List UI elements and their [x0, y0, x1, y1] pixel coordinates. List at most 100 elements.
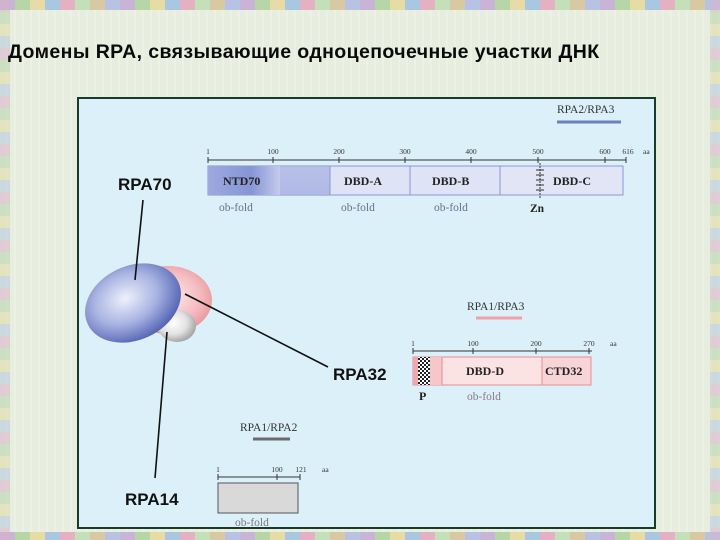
stripe-segment: [600, 532, 615, 540]
rpa70-fold-label-dbd-b: ob-fold: [434, 202, 468, 214]
rpa32-tick-200: 200: [530, 339, 542, 348]
rpa32-fold-label: ob-fold: [467, 391, 501, 403]
rpa32-tick-100: 100: [467, 339, 479, 348]
stripe-segment: [510, 0, 525, 10]
stripe-segment: [45, 0, 60, 10]
rpa70-domain-dbd-a-label: DBD-A: [344, 174, 382, 188]
stripe-segment: [135, 532, 150, 540]
rpa70-domain-dbd-a: [329, 165, 411, 196]
rpa70-domain-dbd-b-label: DBD-B: [432, 174, 469, 188]
stripe-segment: [150, 532, 165, 540]
right-decorative-border: [710, 0, 720, 540]
stripe-segment: [450, 532, 465, 540]
stripe-segment: [210, 0, 225, 10]
stripe-segment: [570, 0, 585, 10]
stripe-segment: [240, 0, 255, 10]
rpa32-partner-label: RPA1/RPA3: [467, 301, 525, 313]
stripe-segment: [225, 532, 240, 540]
stripe-segment: [465, 0, 480, 10]
rpa70-tick-400: 400: [465, 147, 477, 156]
stripe-segment: [645, 0, 660, 10]
stripe-segment: [405, 532, 420, 540]
stripe-segment: [300, 532, 315, 540]
rpa70-domain-dbd-b: [409, 165, 501, 196]
rpa14-tick-100: 100: [271, 465, 283, 474]
rpa14-partner-label: RPA1/RPA2: [240, 422, 298, 434]
stripe-segment: [480, 532, 495, 540]
rpa70-domain-ntd70-label: NTD70: [223, 174, 260, 188]
rpa32-tick-270: 270: [583, 339, 595, 348]
stripe-segment: [645, 532, 660, 540]
stripe-segment: [525, 532, 540, 540]
stripe-segment: [435, 532, 450, 540]
stripe-segment: [555, 532, 570, 540]
rpa70-unit: aa: [643, 147, 650, 156]
rpa70-tick-500: 500: [532, 147, 544, 156]
stripe-segment: [660, 0, 675, 10]
rpa-complex-model: [85, 263, 212, 343]
stripe-segment: [420, 532, 435, 540]
stripe-segment: [600, 0, 615, 10]
stripe-segment: [360, 0, 375, 10]
rpa32-leader-line: [184, 293, 329, 368]
stripe-segment: [285, 532, 300, 540]
rpa70-group: RPA70 RPA2/RPA3 1 100 200 300 400 500 60…: [118, 104, 650, 215]
stripe-segment: [480, 0, 495, 10]
stripe-segment: [450, 0, 465, 10]
stripe-segment: [105, 532, 120, 540]
stripe-segment: [690, 0, 705, 10]
stripe-segment: [195, 532, 210, 540]
stripe-segment: [255, 532, 270, 540]
stripe-segment: [630, 0, 645, 10]
stripe-segment: [150, 0, 165, 10]
stripe-segment: [135, 0, 150, 10]
stripe-segment: [345, 532, 360, 540]
stripe-segment: [270, 0, 285, 10]
rpa70-domain-ntd70: [208, 166, 280, 195]
stripe-segment: [675, 532, 690, 540]
slide-title: Домены RPA, связывающие одноцепочечные у…: [8, 41, 600, 63]
stripe-segment: [285, 0, 300, 10]
stripe-segment: [540, 0, 555, 10]
rpa32-domain-dbd-d: [441, 356, 543, 386]
rpa32-group: RPA32 RPA1/RPA3 1 100 200 270 aa DBD-D C…: [333, 301, 617, 403]
stripe-segment: [30, 0, 45, 10]
rpa70-domain-dbd-c: [499, 165, 624, 196]
stripe-segment: [315, 532, 330, 540]
stripe-segment: [390, 532, 405, 540]
stripe-segment: [15, 532, 30, 540]
rpa32-phospho-region: [418, 357, 430, 385]
stripe-segment: [510, 532, 525, 540]
rpa70-partner-label: RPA2/RPA3: [557, 104, 615, 116]
stripe-segment: [300, 0, 315, 10]
stripe-segment: [210, 532, 225, 540]
rpa32-unit: aa: [610, 339, 617, 348]
rpa14-leader-line: [154, 331, 168, 479]
rpa70-fold-label-dbd-a: ob-fold: [341, 202, 375, 214]
rpa70-domain-dbd-c-label: DBD-C: [553, 174, 591, 188]
stripe-segment: [195, 0, 210, 10]
stripe-segment: [315, 0, 330, 10]
stripe-segment: [90, 0, 105, 10]
stripe-segment: [585, 0, 600, 10]
rpa32-tick-1: 1: [411, 339, 415, 348]
rpa70-tick-1: 1: [206, 147, 210, 156]
stripe-segment: [345, 0, 360, 10]
stripe-segment: [615, 0, 630, 10]
stripe-segment: [615, 532, 630, 540]
stripe-segment: [330, 0, 345, 10]
stripe-segment: [660, 532, 675, 540]
rpa32-phospho-label: P: [419, 389, 426, 403]
rpa14-tick-121: 121: [295, 465, 307, 474]
rpa70-label: RPA70: [118, 175, 172, 194]
rpa70-tick-200: 200: [333, 147, 345, 156]
stripe-segment: [555, 0, 570, 10]
rpa14-scale-ticks: [217, 474, 301, 480]
stripe-segment: [75, 0, 90, 10]
stripe-segment: [60, 532, 75, 540]
stripe-segment: [165, 532, 180, 540]
stripe-segment: [465, 532, 480, 540]
stripe-segment: [120, 0, 135, 10]
stripe-segment: [375, 532, 390, 540]
